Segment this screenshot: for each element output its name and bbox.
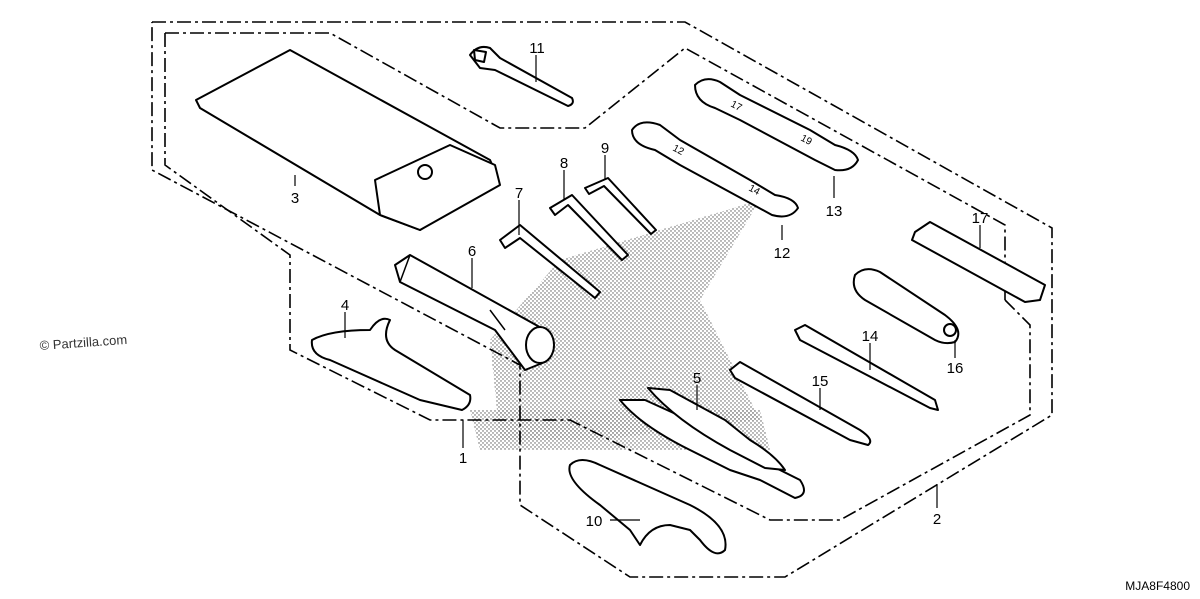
callout-10: 10 [586, 513, 603, 530]
hex-key-small [584, 177, 657, 235]
callout-8: 8 [560, 155, 568, 172]
callout-1: 1 [459, 450, 467, 467]
callout-4: 4 [341, 297, 349, 314]
callout-9: 9 [601, 140, 609, 157]
wrench-marking: 17 [729, 99, 744, 114]
partzilla-watermark: © Partzilla.com [39, 332, 127, 353]
callout-11: 11 [529, 40, 545, 57]
screwdriver-flat [729, 361, 872, 446]
shading-area [490, 200, 760, 440]
callout-3: 3 [291, 190, 299, 207]
callout-2: 2 [933, 511, 941, 528]
callout-12: 12 [774, 245, 791, 262]
hook-spanner [568, 459, 727, 555]
tool-bag [195, 49, 501, 231]
spark-plug-wrench [394, 254, 555, 371]
boundary-pouch-lower [164, 33, 1031, 521]
callout-14: 14 [862, 328, 879, 345]
wrench-marking: 19 [799, 133, 814, 148]
callout-5: 5 [693, 370, 701, 387]
wrench-double-large: 17 19 [694, 78, 859, 172]
callout-13: 13 [826, 203, 843, 220]
screwdriver-phillips [794, 324, 939, 411]
diagram-code: MJA8F4800 [1125, 579, 1190, 593]
callout-15: 15 [812, 373, 829, 390]
leader-lines [294, 55, 981, 521]
wrench-small [469, 45, 574, 107]
callout-17: 17 [972, 210, 989, 227]
hex-key-large [499, 224, 601, 299]
callout-16: 16 [947, 360, 964, 377]
extension-bar [911, 221, 1046, 303]
boundary-pouch [165, 32, 1006, 300]
callout-6: 6 [468, 243, 476, 260]
pin-spanner [310, 317, 472, 411]
boundary-outer [151, 21, 1053, 578]
wrench-marking: 14 [747, 183, 762, 198]
pliers [619, 387, 805, 499]
wrench-double-medium: 12 14 [631, 121, 799, 218]
hex-key-medium [549, 194, 629, 261]
wrench-marking: 12 [671, 143, 686, 158]
callout-7: 7 [515, 185, 523, 202]
